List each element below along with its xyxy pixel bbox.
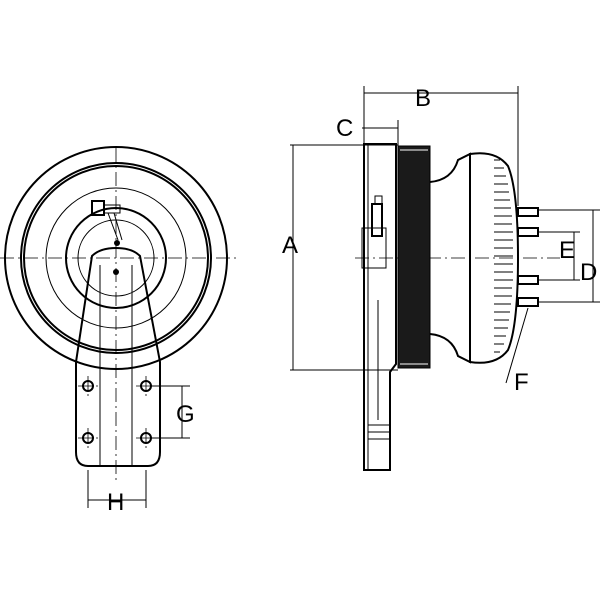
- side-connector-body: [361, 227, 387, 269]
- connector-pin: [114, 240, 120, 246]
- mounting-bracket: [75, 246, 161, 467]
- bracket-top-hole: [113, 269, 119, 275]
- pulley-groove-inner-ring: [23, 165, 209, 351]
- pulley-groove-ring: [20, 162, 212, 354]
- stud-4: [517, 297, 539, 307]
- label-c: C: [336, 115, 353, 142]
- pulley-outer-ring: [4, 146, 228, 370]
- connector-nut: [103, 204, 121, 214]
- side-connector-cap: [374, 195, 383, 204]
- hub-ring: [45, 187, 187, 329]
- cooling-fins: [494, 159, 513, 353]
- side-bracket-details: [367, 144, 390, 470]
- groove-highlights: [400, 149, 428, 365]
- hole-centerlines: [78, 376, 156, 448]
- connector-line: [107, 212, 123, 241]
- stud-1: [517, 207, 539, 217]
- front-view: G H: [0, 146, 240, 516]
- leader-f: [505, 307, 529, 384]
- stud-2: [517, 227, 539, 237]
- fan-drive-hub: [469, 152, 520, 364]
- bracket-ribs: [99, 265, 133, 466]
- label-e: E: [559, 237, 575, 264]
- label-f: F: [514, 369, 529, 396]
- stud-3: [517, 275, 539, 285]
- pulley-grooves: [397, 145, 431, 369]
- label-d: D: [580, 259, 597, 286]
- side-connector: [371, 203, 383, 237]
- bearing-ring: [65, 207, 167, 309]
- side-bracket: [363, 143, 397, 471]
- side-view: A B C D E F: [282, 85, 600, 471]
- label-b: B: [415, 85, 431, 112]
- label-a: A: [282, 232, 298, 259]
- label-g: G: [176, 401, 195, 428]
- label-h: H: [107, 489, 124, 516]
